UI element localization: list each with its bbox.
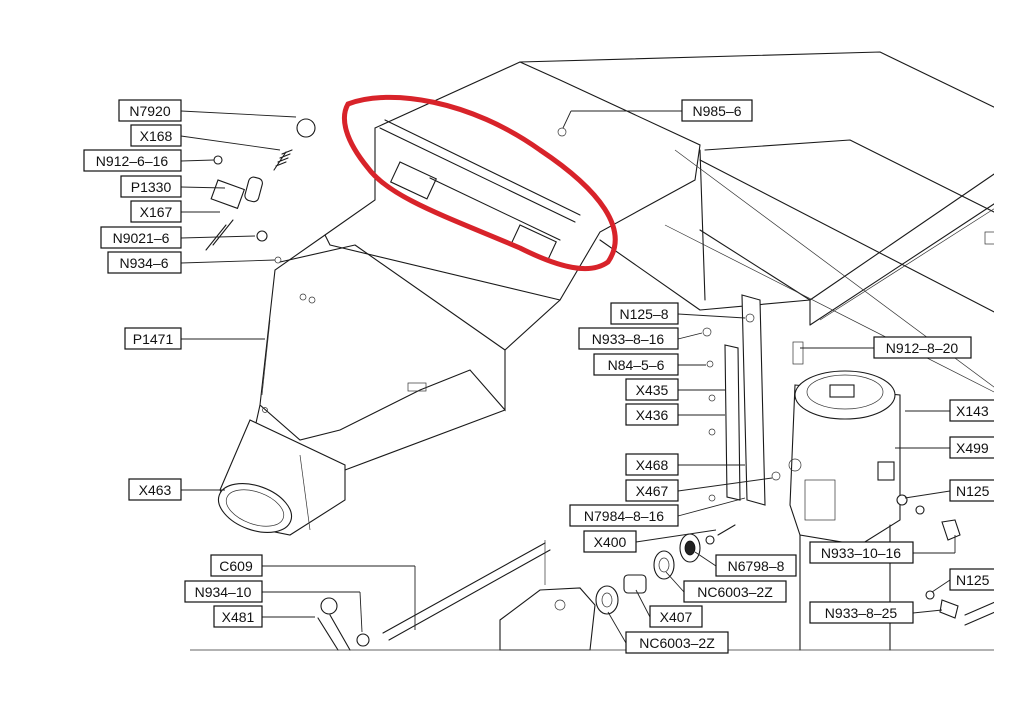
label-text: P1471: [133, 331, 174, 347]
label-text: N7984–8–16: [584, 508, 664, 524]
label-N7920: N7920: [118, 99, 182, 122]
label-X400: X400: [583, 530, 637, 553]
label-text: N7920: [129, 103, 170, 119]
label-text: N125–8: [619, 306, 668, 322]
label-X168: X168: [130, 124, 182, 147]
highlight-ellipse: [342, 94, 618, 271]
label-text: X436: [636, 407, 669, 423]
label-text: X481: [222, 609, 255, 625]
part-labels: N7920 X168 N912–6–16 P1330 X167 N9021–6 …: [83, 99, 1011, 654]
label-text: X167: [140, 204, 173, 220]
label-N7984-8-16: N7984–8–16: [569, 504, 679, 527]
label-text: N934–6: [119, 255, 168, 271]
label-N933-8-25: N933–8–25: [809, 601, 914, 624]
chute-assembly: [217, 61, 701, 536]
label-text: N6798–8: [728, 558, 785, 574]
label-NC6003-2Z-b: NC6003–2Z: [625, 631, 729, 654]
bracket-plates: [702, 294, 781, 506]
label-text: X468: [636, 457, 669, 473]
label-text: N934–10: [195, 584, 252, 600]
label-text: N125: [956, 572, 990, 588]
label-P1330: P1330: [120, 175, 182, 198]
label-N9021-6: N9021–6: [100, 226, 182, 249]
label-N933-10-16: N933–10–16: [809, 541, 914, 564]
motor-housing: [788, 341, 901, 651]
label-N934-6: N934–6: [107, 251, 182, 274]
label-text: X499: [956, 440, 989, 456]
label-text: NC6003–2Z: [697, 584, 773, 600]
label-text: N9021–6: [113, 230, 170, 246]
label-X467: X467: [625, 479, 679, 502]
label-text: NC6003–2Z: [639, 635, 715, 651]
label-text: N912–8–20: [886, 340, 959, 356]
label-text: X463: [139, 482, 172, 498]
label-text: N84–5–6: [608, 357, 665, 373]
label-N912-6-16: N912–6–16: [83, 149, 182, 172]
label-text: X407: [660, 609, 693, 625]
label-N933-8-16: N933–8–16: [578, 327, 679, 350]
label-text: P1330: [131, 179, 172, 195]
label-text: X143: [956, 403, 989, 419]
bearing-stack: [595, 494, 996, 626]
label-NC6003-2Z-a: NC6003–2Z: [683, 580, 787, 603]
label-text: N933–8–16: [592, 331, 665, 347]
label-P1471: P1471: [124, 327, 182, 350]
label-N6798-8: N6798–8: [715, 554, 797, 577]
label-text: N125: [956, 483, 990, 499]
label-text: X435: [636, 382, 669, 398]
label-text: N912–6–16: [96, 153, 169, 169]
label-text: N933–10–16: [821, 545, 901, 561]
label-text: X168: [140, 128, 173, 144]
label-N985-6: N985–6: [681, 99, 753, 122]
label-text: N985–6: [692, 103, 741, 119]
right-crop-mask: [994, 0, 1024, 716]
label-text: N933–8–25: [825, 605, 898, 621]
label-X407: X407: [649, 605, 703, 628]
label-X481: X481: [213, 605, 263, 628]
label-X468: X468: [625, 453, 679, 476]
label-N84-5-6: N84–5–6: [593, 353, 679, 376]
label-N912-8-20: N912–8–20: [873, 336, 972, 359]
lower-left-parts: [317, 540, 596, 651]
label-X463: X463: [128, 478, 182, 501]
label-text: X400: [594, 534, 627, 550]
label-text: C609: [219, 558, 253, 574]
label-X436: X436: [625, 403, 679, 426]
label-N125-8: N125–8: [610, 302, 679, 325]
label-text: X467: [636, 483, 669, 499]
small-parts-left: [205, 118, 316, 264]
label-C609: C609: [210, 554, 263, 577]
label-X167: X167: [130, 200, 182, 223]
leader-lines: [180, 110, 956, 644]
label-X435: X435: [625, 378, 679, 401]
label-N934-10: N934–10: [184, 580, 263, 603]
